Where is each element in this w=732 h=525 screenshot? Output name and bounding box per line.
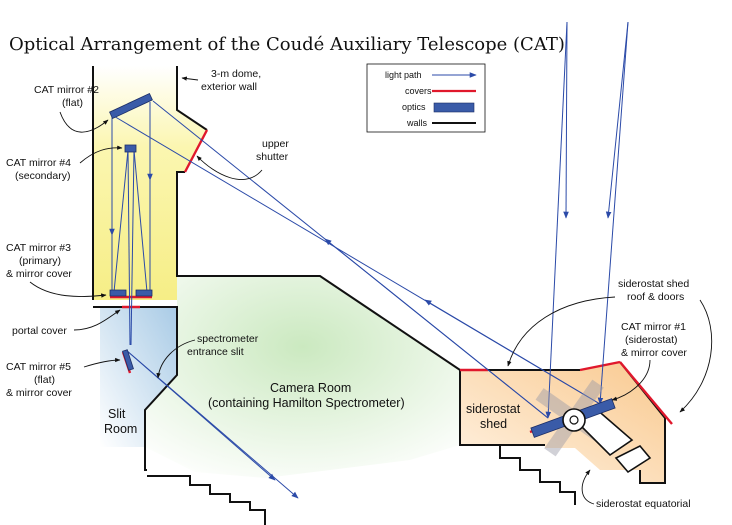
label-mirror1: CAT mirror #1 (siderostat) & mirror cove… xyxy=(611,321,687,401)
label-siderostat-shed: siderostat shed xyxy=(466,402,521,431)
svg-text:(primary): (primary) xyxy=(19,255,61,267)
label-mirror4: CAT mirror #4 (secondary) xyxy=(6,145,123,182)
mirror-4-secondary xyxy=(124,144,137,153)
svg-text:(siderostat): (siderostat) xyxy=(625,334,678,346)
svg-text:Room: Room xyxy=(104,422,137,436)
svg-text:portal cover: portal cover xyxy=(12,325,67,337)
svg-text:& mirror cover: & mirror cover xyxy=(6,387,72,399)
up-ray-right xyxy=(133,149,148,293)
svg-text:CAT mirror #1: CAT mirror #1 xyxy=(621,321,686,333)
light-paths xyxy=(109,21,629,499)
legend: light path covers optics walls xyxy=(366,63,486,133)
camera-room-region xyxy=(145,276,460,478)
svg-text:Slit: Slit xyxy=(108,407,126,421)
label-portal-cover: portal cover xyxy=(12,309,121,337)
optics xyxy=(109,92,153,371)
svg-text:(containing Hamilton Spectrome: (containing Hamilton Spectrometer) xyxy=(208,396,405,410)
label-dome: 3-m dome, exterior wall xyxy=(181,68,261,93)
legend-label-light-path: light path xyxy=(385,70,422,80)
diagram-title: Optical Arrangement of the Coudé Auxilia… xyxy=(9,34,565,55)
mirror-2-flat xyxy=(109,92,153,120)
beam-upper-arrow xyxy=(324,238,549,419)
svg-text:(flat): (flat) xyxy=(34,374,55,386)
legend-label-walls: walls xyxy=(406,118,428,128)
svg-text:spectrometer: spectrometer xyxy=(197,333,259,345)
converge-right xyxy=(130,149,135,346)
svg-text:shed: shed xyxy=(480,417,507,431)
svg-text:exterior wall: exterior wall xyxy=(201,81,257,93)
svg-text:upper: upper xyxy=(262,138,289,150)
label-camera-room: Camera Room (containing Hamilton Spectro… xyxy=(208,381,405,410)
svg-text:(secondary): (secondary) xyxy=(15,170,70,182)
siderostat-base xyxy=(614,445,652,474)
svg-text:CAT mirror #4: CAT mirror #4 xyxy=(6,157,71,169)
label-siderostat-shed-doors: siderostat shed roof & doors xyxy=(507,278,713,413)
shed-side-door xyxy=(619,361,673,425)
legend-label-covers: covers xyxy=(405,86,432,96)
svg-text:& mirror cover: & mirror cover xyxy=(621,347,687,359)
svg-text:& mirror cover: & mirror cover xyxy=(6,268,72,280)
incoming-ray-a xyxy=(545,21,568,419)
svg-text:CAT mirror #2: CAT mirror #2 xyxy=(34,84,99,96)
legend-label-optics: optics xyxy=(402,102,426,112)
svg-text:roof & doors: roof & doors xyxy=(627,291,684,303)
label-slit-room: Slit Room xyxy=(104,407,137,436)
shed-roof-door xyxy=(579,360,621,372)
legend-swatch-optics xyxy=(433,102,475,113)
svg-text:(flat): (flat) xyxy=(62,97,83,109)
incoming-ray-a-arrow xyxy=(563,21,569,219)
label-spectrometer-slit: spectrometer entrance slit xyxy=(156,333,259,379)
label-mirror3: CAT mirror #3 (primary) & mirror cover xyxy=(6,242,107,298)
spectro-ray-b xyxy=(125,349,276,481)
label-siderostat-equatorial: siderostat equatorial xyxy=(581,469,691,510)
svg-text:Camera Room: Camera Room xyxy=(270,381,351,395)
beam-lower-arrow xyxy=(424,299,601,405)
up-ray-left xyxy=(113,149,129,293)
svg-text:siderostat equatorial: siderostat equatorial xyxy=(596,498,691,510)
svg-text:siderostat: siderostat xyxy=(466,402,521,416)
mirror-5-flat xyxy=(122,349,134,371)
label-upper-shutter: upper shutter xyxy=(196,138,289,180)
label-mirror2: CAT mirror #2 (flat) xyxy=(34,84,109,133)
converge-left xyxy=(127,149,131,346)
svg-text:siderostat shed: siderostat shed xyxy=(618,278,689,290)
siderostat xyxy=(530,379,652,474)
mirror-3-primary-left xyxy=(109,289,127,297)
slit-room-region xyxy=(100,307,177,447)
svg-text:shutter: shutter xyxy=(256,151,289,163)
svg-text:3-m dome,: 3-m dome, xyxy=(211,68,261,80)
svg-text:entrance slit: entrance slit xyxy=(187,346,244,358)
incoming-ray-b-arrow xyxy=(605,21,629,219)
mirror-3-primary-right xyxy=(135,289,153,297)
incoming-ray-b xyxy=(597,21,629,405)
siderostat-axle xyxy=(569,415,579,425)
svg-text:CAT mirror #3: CAT mirror #3 xyxy=(6,242,71,254)
svg-text:CAT mirror #5: CAT mirror #5 xyxy=(6,361,71,373)
upper-shutter-cover xyxy=(183,129,209,173)
label-mirror5: CAT mirror #5 (flat) & mirror cover xyxy=(6,357,121,399)
